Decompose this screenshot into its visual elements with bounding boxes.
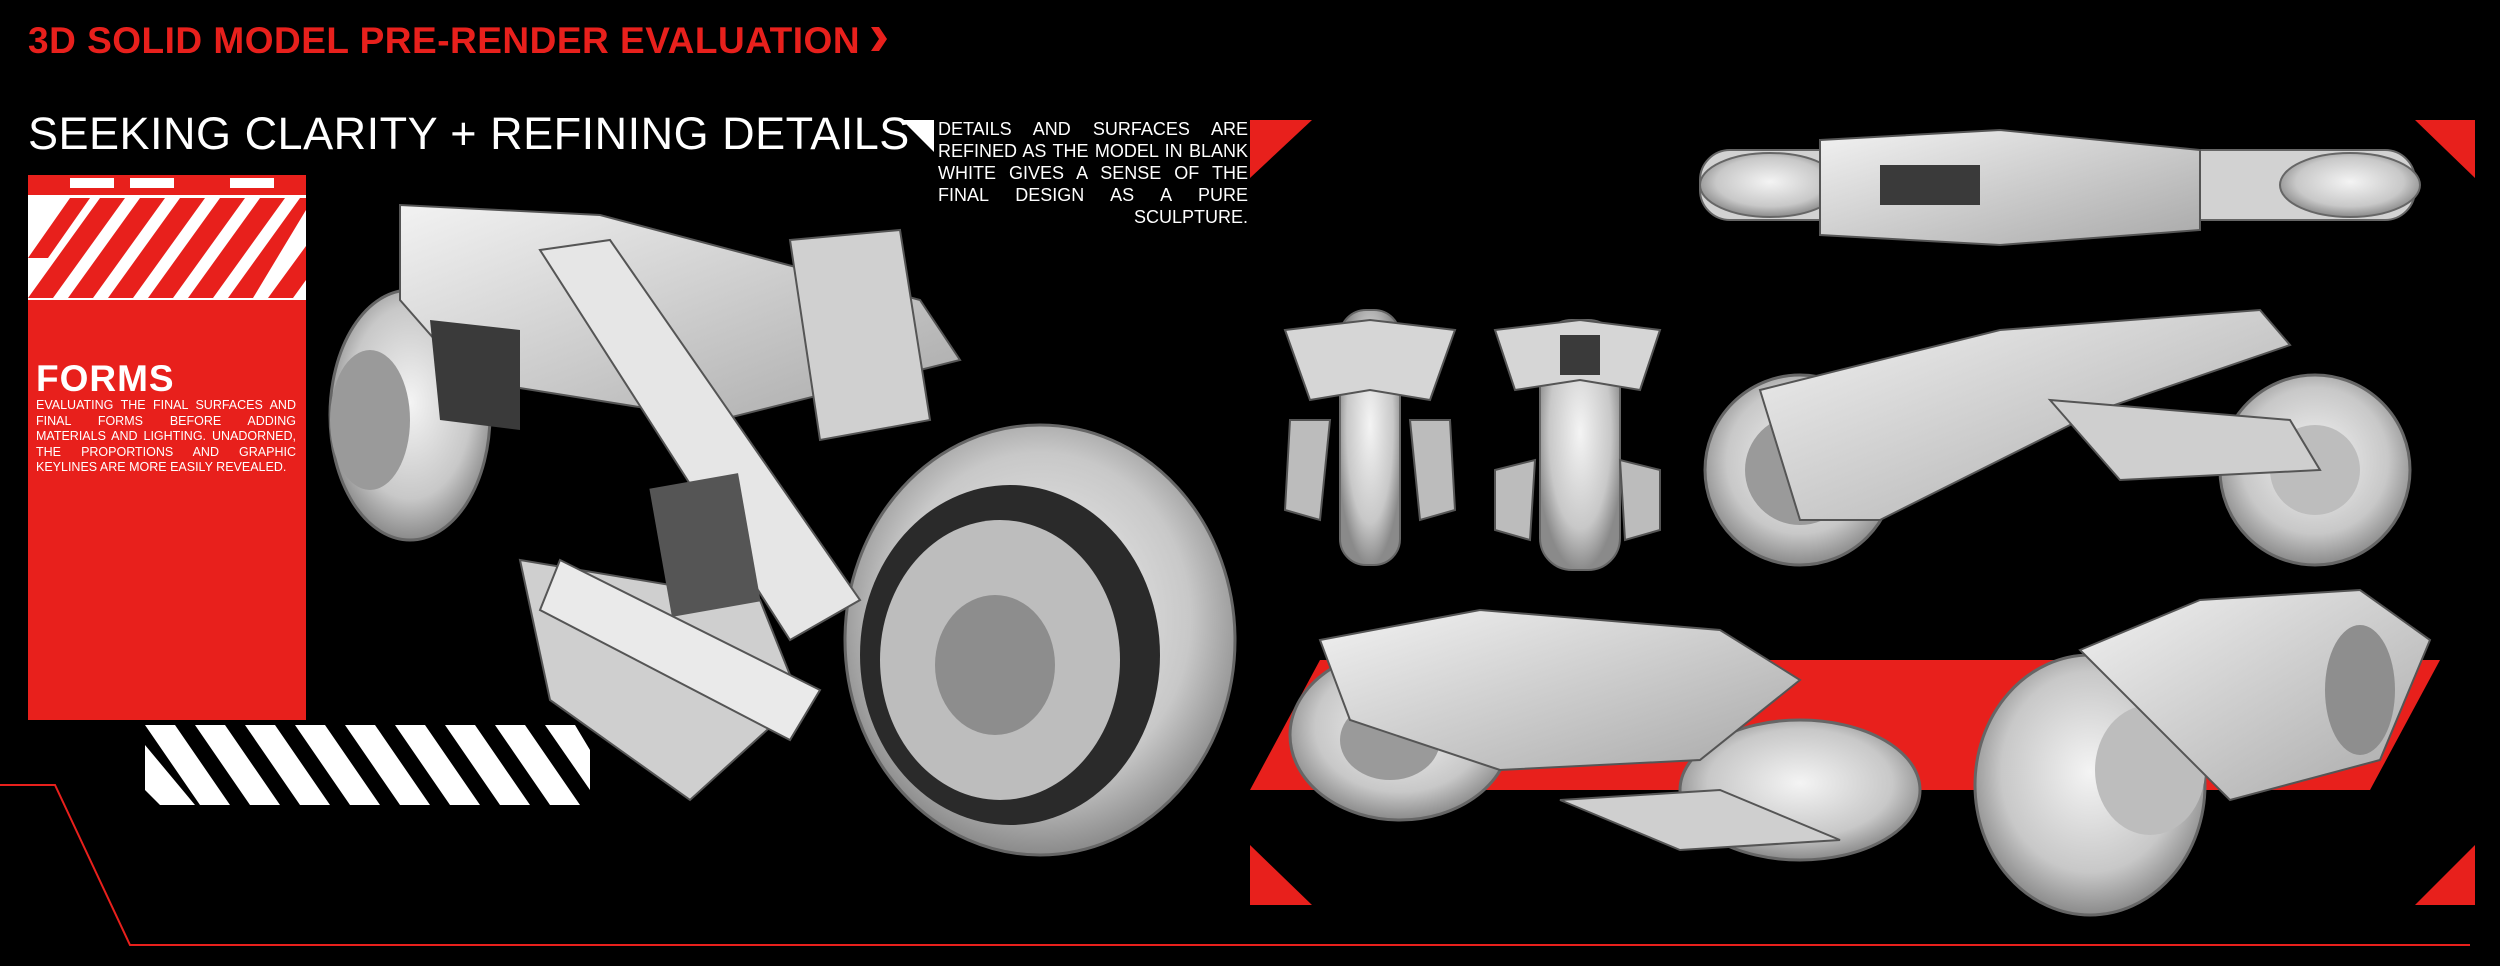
corner-mark-top-right <box>2415 120 2475 178</box>
front-three-quarter-view <box>1288 608 1922 862</box>
page-subtitle: SEEKING CLARITY + REFINING DETAILS <box>28 108 910 159</box>
description-text: DETAILS AND SURFACES ARE REFINED AS THE … <box>938 119 1248 227</box>
corner-mark-bottom-right <box>2415 845 2475 905</box>
page-title-text: 3D SOLID MODEL PRE-RENDER EVALUATION <box>28 20 861 61</box>
subtitle-corner-mark <box>902 120 934 152</box>
page-title: 3D SOLID MODEL PRE-RENDER EVALUATION <box>28 20 888 62</box>
forms-body-text: EVALUATING THE FINAL SURFACES AND FINAL … <box>36 398 296 474</box>
hazard-stripe-bottom <box>145 725 590 805</box>
corner-mark-bottom-left <box>1250 845 1312 905</box>
rear-three-quarter-view <box>1973 588 2432 917</box>
side-view <box>1703 308 2412 567</box>
bottom-keyline <box>0 784 2470 946</box>
top-view <box>1699 128 2421 247</box>
hero-perspective-view <box>328 203 1237 857</box>
hazard-stripe-top <box>28 175 306 300</box>
front-view <box>1283 309 1457 566</box>
chevron-right-icon <box>868 20 888 62</box>
forms-heading: FORMS <box>36 358 175 399</box>
corner-mark-top-left <box>1250 120 1312 178</box>
rear-view <box>1493 318 1662 571</box>
